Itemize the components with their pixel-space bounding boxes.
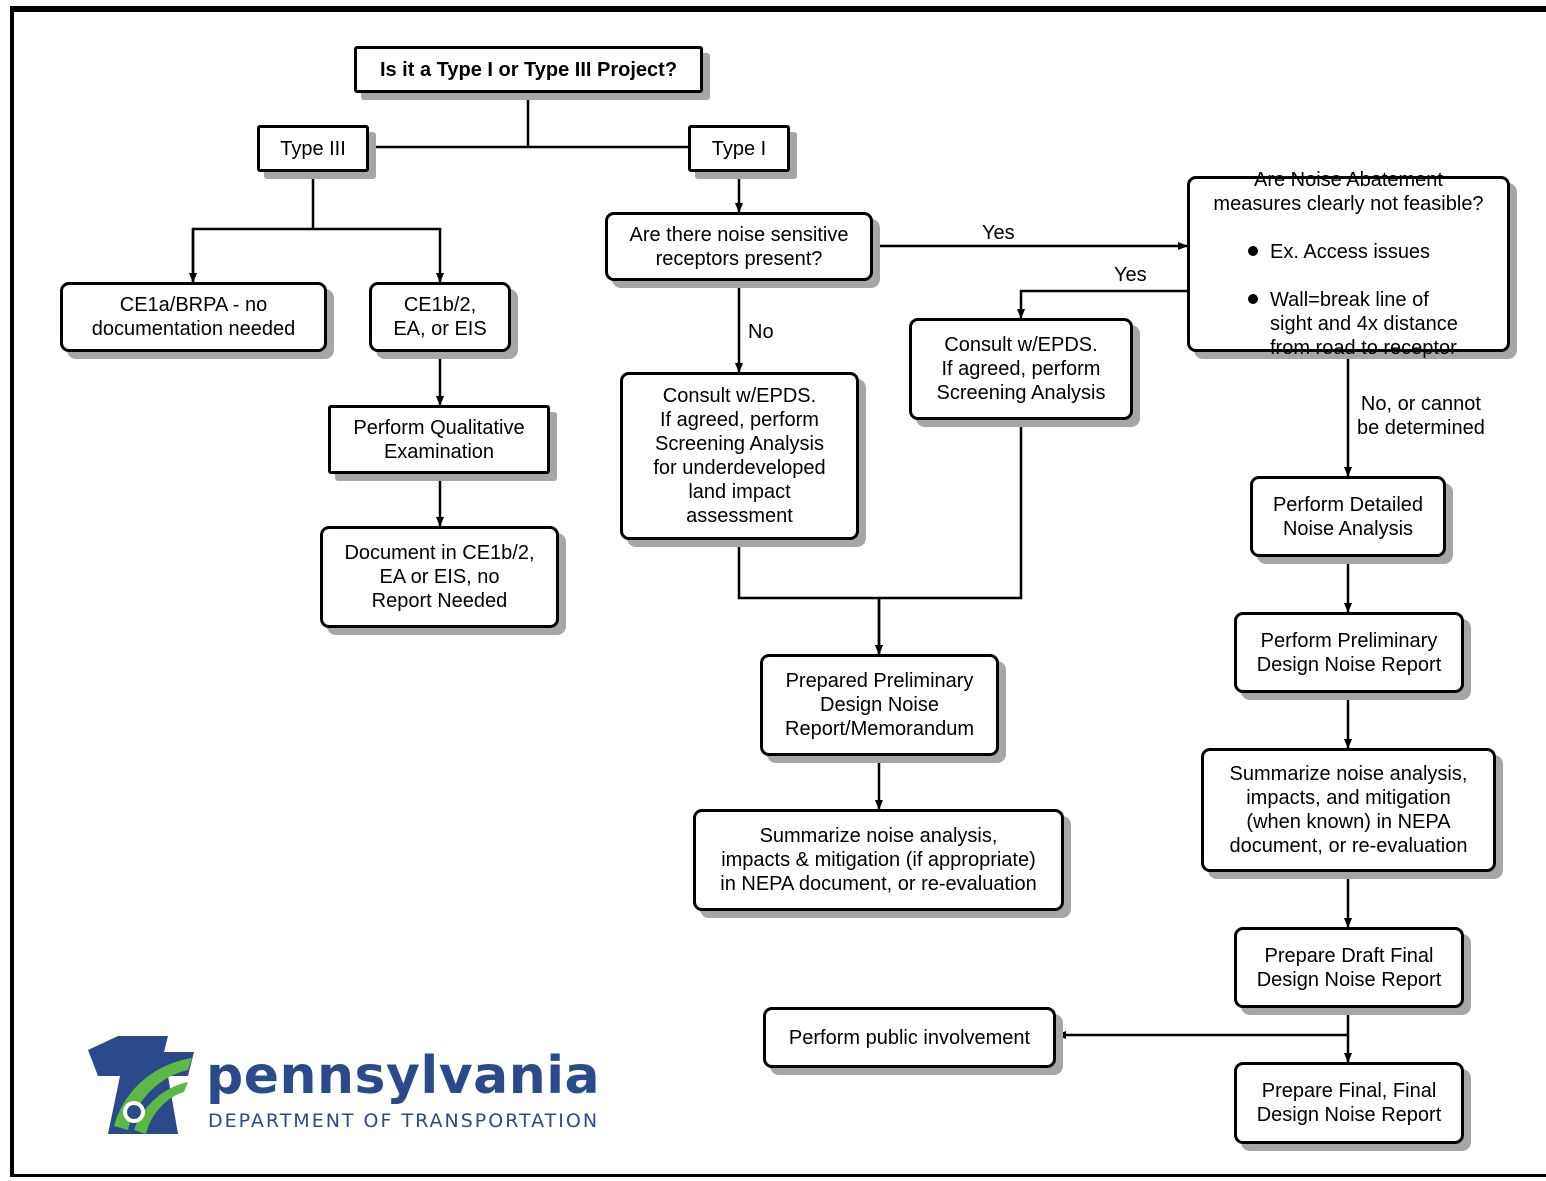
abatement-bullet-2: Wall=break line of sight and 4x distance… — [1248, 264, 1458, 360]
receptors-question-box: Are there noise sensitive receptors pres… — [605, 212, 873, 281]
final-report-box: Prepare Final, Final Design Noise Report — [1234, 1062, 1464, 1144]
edge-label-yes-top: Yes — [982, 222, 1015, 244]
ce1a-box: CE1a/BRPA - no documentation needed — [60, 282, 327, 352]
bullet-icon — [1248, 293, 1258, 304]
keystone-icon — [88, 1036, 194, 1134]
summarize-left-box: Summarize noise analysis, impacts & miti… — [693, 809, 1064, 911]
abatement-question-box: Are Noise Abatement measures clearly not… — [1187, 169, 1510, 359]
draft-final-box: Prepare Draft Final Design Noise Report — [1234, 927, 1464, 1008]
connector-start-types — [368, 93, 688, 149]
penndot-logo — [44, 1030, 584, 1142]
abatement-bullet-1: Ex. Access issues — [1248, 216, 1430, 264]
logo-subtitle: DEPARTMENT OF TRANSPORTATION — [208, 1110, 600, 1132]
abatement-title: Are Noise Abatement measures clearly not… — [1213, 169, 1484, 215]
edge-label-no: No — [748, 321, 774, 343]
start-question-box: Is it a Type I or Type III Project? — [354, 46, 703, 93]
type-iii-box: Type III — [257, 125, 369, 172]
edge-label-no-cannot: No, or cannot be determined — [1357, 393, 1485, 439]
type-i-box: Type I — [688, 125, 790, 172]
diagram-frame — [10, 6, 1546, 1177]
bullet-icon — [1248, 245, 1258, 256]
public-involvement-box: Perform public involvement — [763, 1007, 1056, 1068]
ce1b-box: CE1b/2, EA, or EIS — [369, 282, 511, 352]
prelim-report-box: Perform Preliminary Design Noise Report — [1234, 612, 1464, 693]
edge-label-yes-mid: Yes — [1114, 264, 1147, 286]
connector-type3-split — [191, 171, 440, 282]
summarize-right-box: Summarize noise analysis, impacts, and m… — [1201, 748, 1496, 872]
logo-wordmark: pennsylvania — [206, 1046, 601, 1106]
consult-mid-box: Consult w/EPDS. If agreed, perform Scree… — [909, 318, 1133, 420]
prelim-memo-box: Prepared Preliminary Design Noise Report… — [760, 654, 999, 756]
connector-abatement-yes — [1017, 289, 1187, 319]
qualitative-box: Perform Qualitative Examination — [328, 405, 550, 474]
detailed-analysis-box: Perform Detailed Noise Analysis — [1250, 476, 1446, 557]
consult-left-box: Consult w/EPDS. If agreed, perform Scree… — [620, 372, 859, 540]
document-box: Document in CE1b/2, EA or EIS, no Report… — [320, 526, 559, 628]
